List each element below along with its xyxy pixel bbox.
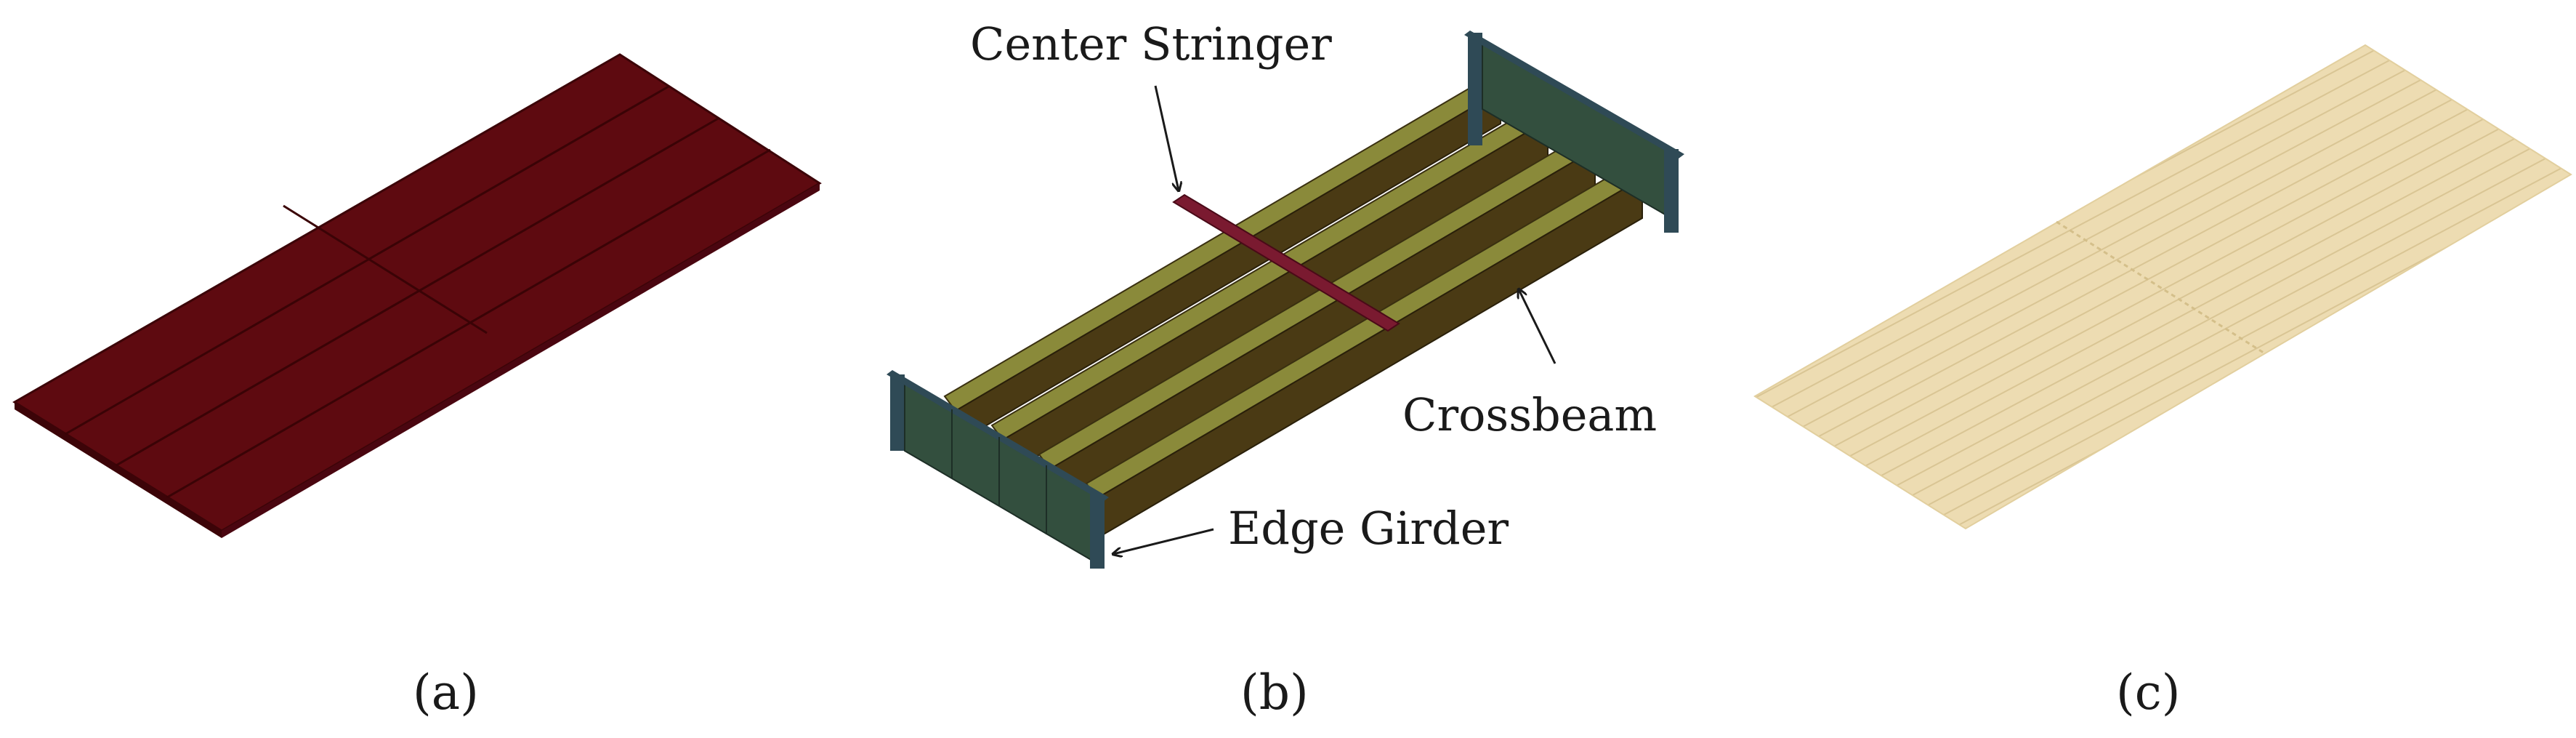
deck-plate-edge-side <box>222 183 820 538</box>
center-stringer <box>1172 193 1400 332</box>
wearing-surface-top <box>1753 44 2572 530</box>
panel-a-deck-plate <box>12 53 822 538</box>
far-edge-girder <box>1464 31 1684 233</box>
edge-girder-leader <box>1113 528 1214 554</box>
edge-girder-label: Edge Girder <box>1228 502 1509 555</box>
deck-plate-edge <box>15 402 222 538</box>
crossbeam-label: Crossbeam <box>1402 388 1657 441</box>
crossbeam-leader <box>1519 289 1556 364</box>
wearing-surface-seam <box>2056 220 2264 354</box>
panel-label-b: (b) <box>1240 665 1309 721</box>
center-stringer-leader <box>1154 85 1179 190</box>
center-stringer-label: Center Stringer <box>970 17 1332 71</box>
crossbeam-members <box>943 75 1644 540</box>
panel-b-floor-system: Center Stringer Crossbeam Edge Girder <box>887 17 1684 569</box>
panel-label-a: (a) <box>413 665 479 721</box>
deck-plate-rib-lines <box>65 85 771 499</box>
near-edge-girder <box>887 370 1109 569</box>
panel-c-wearing-surface <box>1753 44 2572 530</box>
panel-label-c: (c) <box>2116 665 2180 721</box>
